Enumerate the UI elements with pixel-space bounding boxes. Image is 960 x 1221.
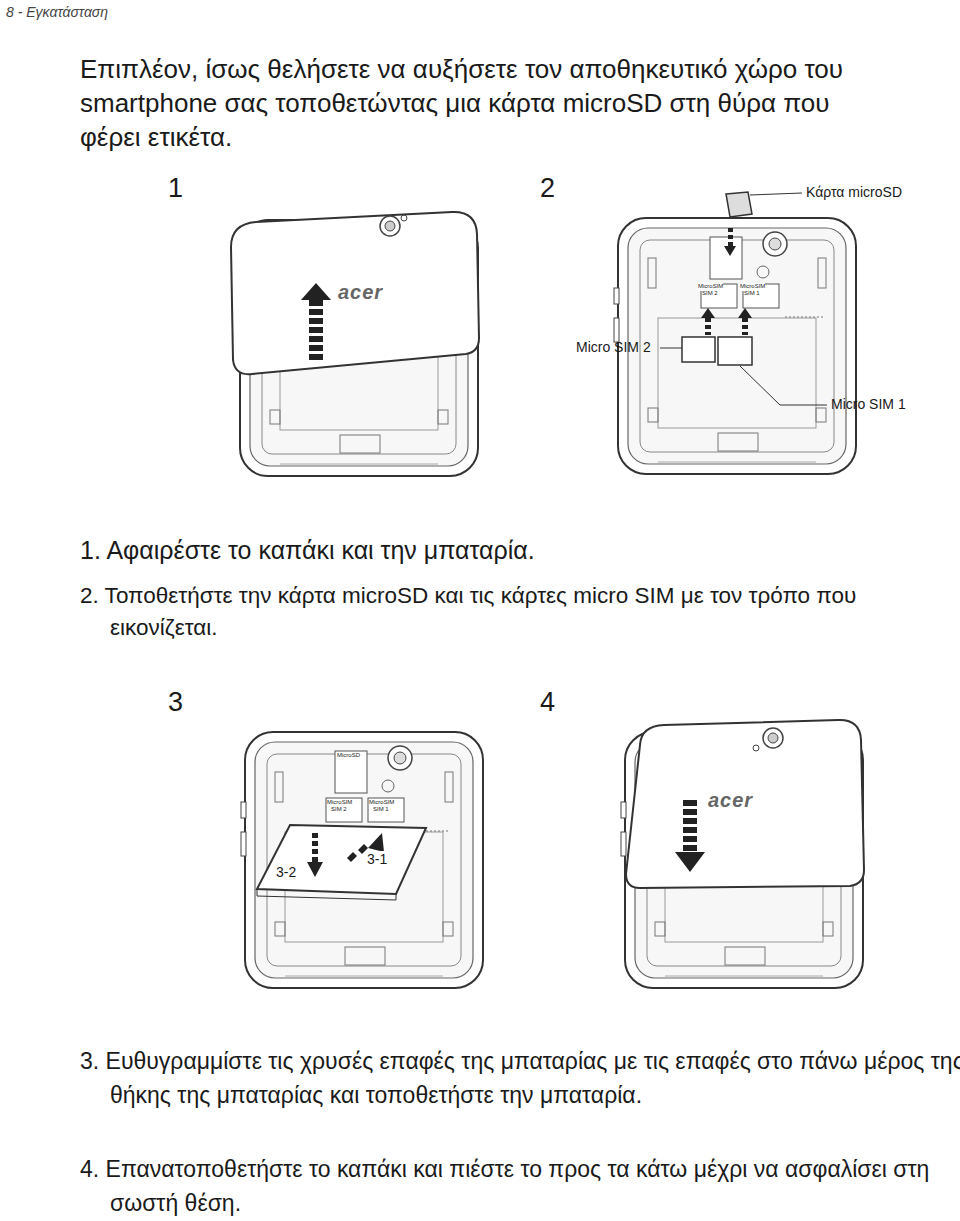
step-text: 4. Επανατοποθετήστε το καπάκι και πιέστε…: [80, 1152, 960, 1220]
callout-number: 3-1: [367, 851, 387, 869]
callout-label: Micro SIM 2: [576, 339, 651, 357]
step-number: 3: [168, 686, 183, 720]
slot-label: SIM 2: [331, 806, 347, 814]
callout-number: 3-2: [276, 864, 296, 882]
slot-label: MicroSD: [337, 752, 360, 760]
step-number: 1: [168, 172, 183, 206]
brand-logo: acer: [708, 788, 753, 813]
page-header: 8 - Εγκατάσταση: [6, 4, 108, 22]
slot-label: SIM 1: [744, 290, 760, 298]
step-text: 2. Τοποθετήστε την κάρτα microSD και τις…: [80, 580, 960, 644]
step-number: 4: [540, 686, 555, 720]
step-number: 2: [540, 172, 555, 206]
slot-label: SIM 2: [702, 290, 718, 298]
step-text: 1. Αφαιρέστε το καπάκι και την μπαταρία.: [80, 535, 940, 566]
callout-label: Micro SIM 1: [831, 396, 906, 414]
step-text: 3. Ευθυγραμμίστε τις χρυσές επαφές της μ…: [80, 1044, 960, 1112]
callout-label: Κάρτα microSD: [806, 184, 902, 202]
brand-logo: acer: [338, 280, 383, 305]
slot-label: SIM 1: [373, 806, 389, 814]
intro-paragraph: Επιπλέον, ίσως θελήσετε να αυξήσετε τον …: [80, 52, 880, 154]
